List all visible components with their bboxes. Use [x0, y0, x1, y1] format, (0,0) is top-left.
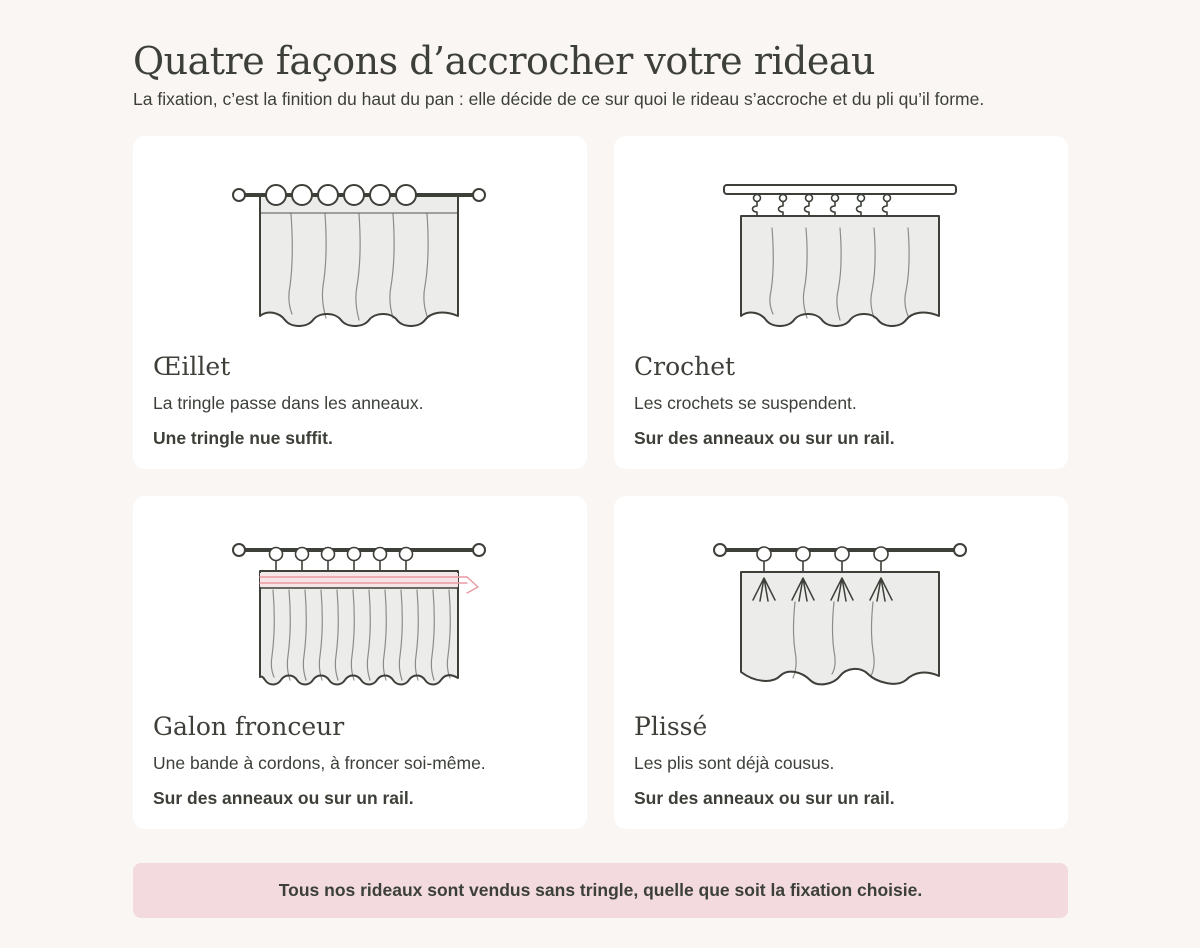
page-title: Quatre façons d’accrocher votre rideau [133, 39, 875, 83]
card-title: Œillet [153, 352, 231, 381]
card-note: Sur des anneaux ou sur un rail. [634, 788, 895, 808]
card-note: Sur des anneaux ou sur un rail. [634, 428, 895, 448]
footer-banner: Tous nos rideaux sont vendus sans tringl… [133, 863, 1068, 918]
card-description: Les plis sont déjà cousus. [634, 753, 835, 773]
card-pleated: Plissé Les plis sont déjà cousus. Sur de… [614, 496, 1068, 829]
footer-text: Tous nos rideaux sont vendus sans tringl… [278, 880, 923, 900]
card-description: Les crochets se suspendent. [634, 393, 857, 413]
hook-curtain-icon [723, 184, 957, 327]
card-description: Une bande à cordons, à froncer soi-même. [153, 753, 486, 773]
card-note: Une tringle nue suffit. [153, 428, 333, 448]
card-gathering-tape: Galon fronceur Une bande à cordons, à fr… [133, 496, 587, 829]
page-subtitle: La fixation, c’est la finition du haut d… [133, 89, 985, 109]
eyelet-curtain-icon [232, 184, 486, 327]
gathering-tape-curtain-icon [232, 543, 486, 686]
card-title: Plissé [634, 712, 708, 741]
card-eyelet: Œillet La tringle passe dans les anneaux… [133, 136, 587, 469]
card-title: Crochet [634, 352, 736, 381]
card-description: La tringle passe dans les anneaux. [153, 393, 424, 413]
card-hook: Crochet Les crochets se suspendent. Sur … [614, 136, 1068, 469]
pleated-curtain-icon [713, 543, 967, 686]
card-title: Galon fronceur [153, 712, 345, 741]
card-note: Sur des anneaux ou sur un rail. [153, 788, 414, 808]
